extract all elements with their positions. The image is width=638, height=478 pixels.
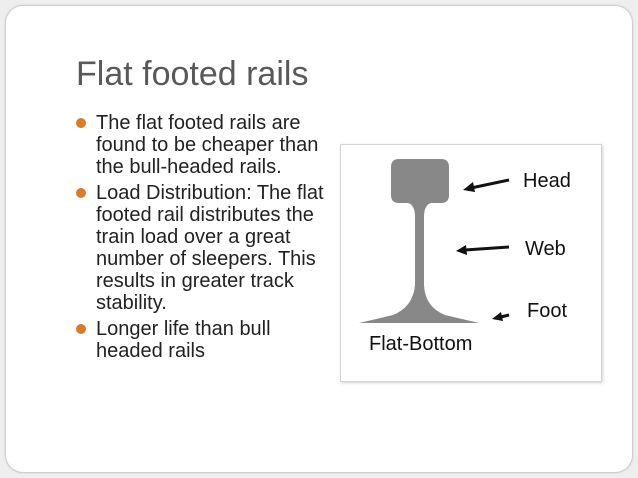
bullet-list: The flat footed rails are found to be ch… [74, 112, 330, 366]
bullet-item: The flat footed rails are found to be ch… [74, 112, 330, 178]
rail-diagram: Head Web Foot Flat-Bottom [340, 144, 602, 382]
bullet-item: Longer life than bull headed rails [74, 318, 330, 362]
slide-title: Flat footed rails [76, 55, 309, 93]
bullet-text: Load Distribution: The flat footed rail … [96, 182, 324, 314]
web-label: Web [525, 238, 566, 260]
foot-arrow [500, 313, 510, 319]
foot-arrow-tip [492, 312, 503, 321]
bullet-text: Longer life than bull headed rails [96, 318, 271, 362]
bullet-text: The flat footed rails are found to be ch… [96, 112, 319, 178]
rail-diagram-svg: Head Web Foot Flat-Bottom [359, 159, 571, 355]
diagram-caption: Flat-Bottom [369, 333, 472, 355]
foot-label: Foot [527, 300, 567, 322]
bullet-marker-icon [76, 324, 86, 334]
head-label: Head [523, 170, 571, 192]
head-arrow [470, 178, 510, 190]
web-arrow [464, 245, 510, 252]
rail-cross-section [359, 159, 479, 323]
slide: Flat footed rails The flat footed rails … [5, 5, 633, 473]
head-arrow-tip [463, 182, 475, 192]
bullet-item: Load Distribution: The flat footed rail … [74, 182, 330, 314]
bullet-marker-icon [76, 188, 86, 198]
bullet-marker-icon [76, 118, 86, 128]
web-arrow-tip [456, 245, 467, 255]
